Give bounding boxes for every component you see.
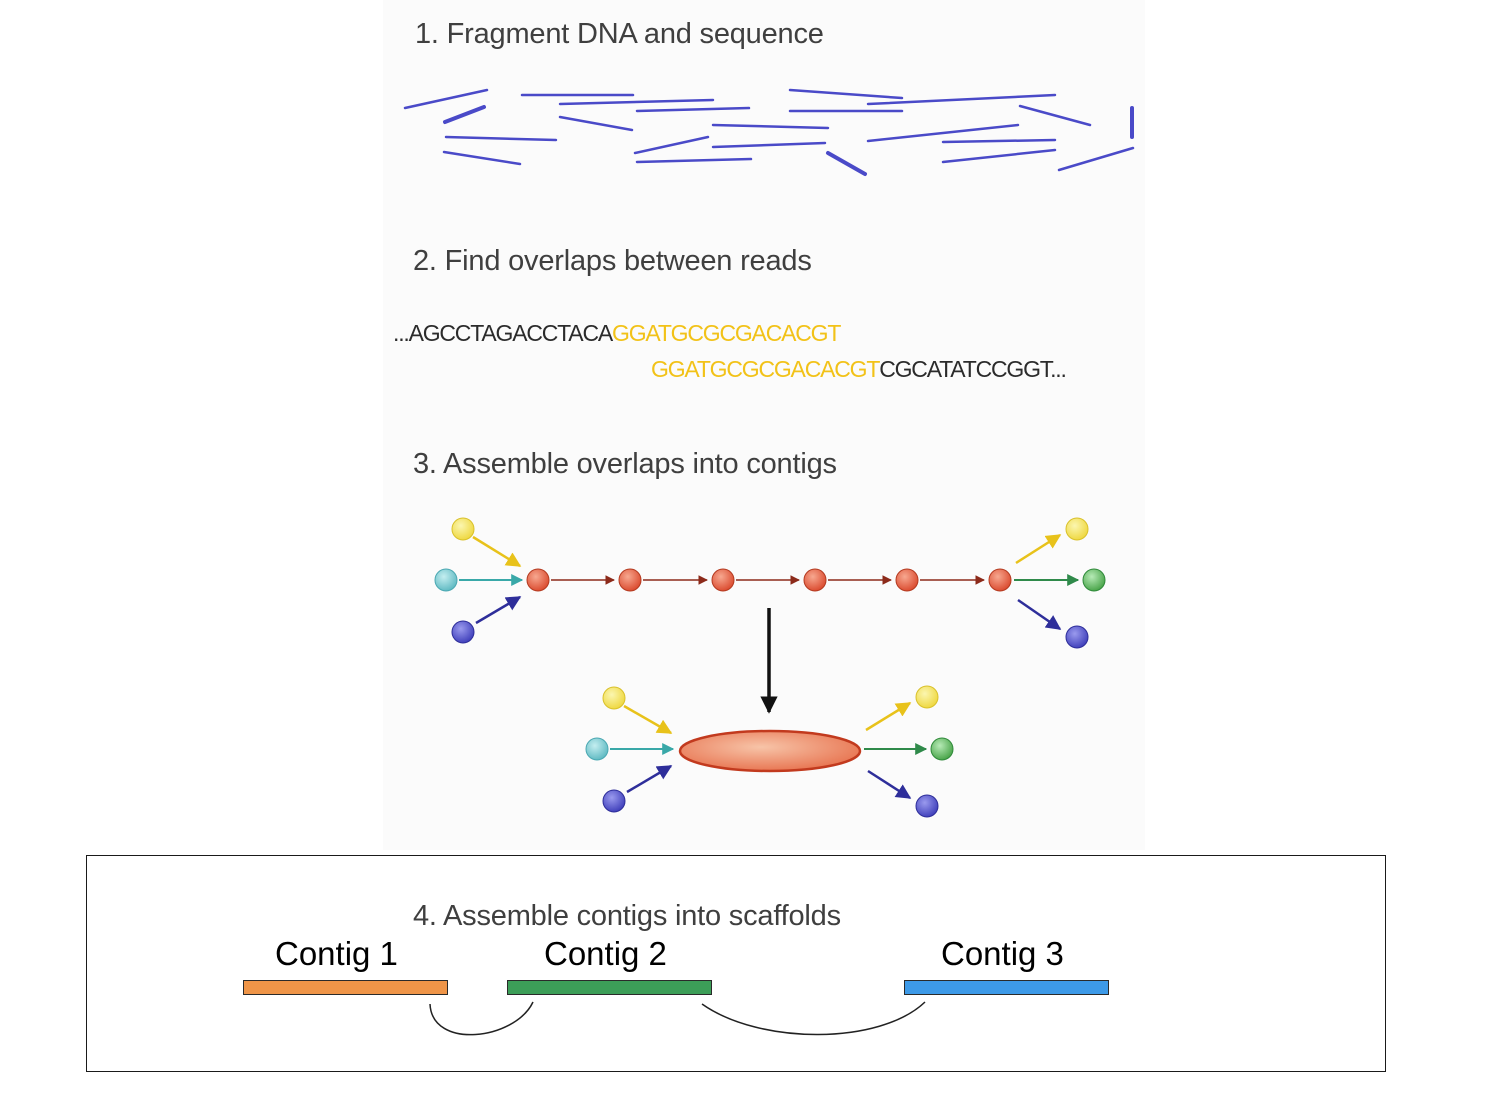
blue-outgoing-arrow (1017, 598, 1062, 631)
fragment (941, 148, 1057, 164)
step-4-title: 4. Assemble contigs into scaffolds (413, 900, 841, 932)
green-node (930, 737, 954, 761)
fragment (443, 105, 486, 124)
fragment (866, 93, 1057, 106)
yellow-incoming-arrow (623, 704, 673, 735)
read-2-overlap-sequence: GGATGCGCGACACGT (651, 356, 880, 382)
yellow-outgoing-arrow (865, 701, 912, 732)
dna-fragments (403, 88, 1135, 176)
teal-node (434, 568, 458, 592)
contig-node (678, 729, 862, 773)
contig-2-bar (507, 980, 712, 995)
contig-graph (585, 685, 954, 818)
blue-node (915, 794, 939, 818)
fragment (1057, 146, 1135, 172)
yellow-node (602, 686, 626, 710)
red-node (711, 568, 735, 592)
fragment (866, 123, 1020, 143)
blue-node (1065, 625, 1089, 649)
red-node (526, 568, 550, 592)
red-node (803, 568, 827, 592)
fragment (558, 115, 634, 132)
blue-outgoing-arrow (867, 769, 912, 800)
contig-3-label: Contig 3 (941, 935, 1064, 972)
blue-node (602, 789, 626, 813)
yellow-node (915, 685, 939, 709)
fragment (633, 135, 710, 155)
contig-1-bar (243, 980, 448, 995)
read-1-unique-sequence: ...AGCCTAGACCTACA (393, 320, 613, 346)
fragment (826, 151, 867, 176)
yellow-node (1065, 517, 1089, 541)
blue-incoming-arrow (626, 764, 673, 794)
read-2: GGATGCGCGACACGTCGCATATCCGGT... (651, 356, 1067, 383)
step-2-title: 2. Find overlaps between reads (413, 245, 812, 277)
yellow-node (451, 517, 475, 541)
blue-node (451, 620, 475, 644)
fragment (442, 150, 522, 166)
fragment (635, 157, 753, 164)
read-graph (434, 517, 1106, 649)
fragment (711, 123, 830, 130)
fragment (788, 88, 904, 100)
read-2-unique-sequence: CGCATATCCGGT... (879, 356, 1067, 382)
yellow-incoming-arrow (472, 535, 522, 568)
fragment (635, 106, 751, 113)
contig-2-label: Contig 2 (544, 935, 667, 972)
red-node (618, 568, 642, 592)
step-3-title: 3. Assemble overlaps into contigs (413, 448, 837, 480)
fragment (558, 98, 715, 106)
contig-1-label: Contig 1 (275, 935, 398, 972)
fragment (403, 88, 489, 110)
yellow-outgoing-arrow (1015, 533, 1062, 565)
contig-3-bar (904, 980, 1109, 995)
red-node (895, 568, 919, 592)
scaffold-box (86, 855, 1386, 1072)
read-1-overlap-sequence: GGATGCGCGACACGT (612, 320, 841, 346)
fragment (941, 138, 1057, 144)
fragment (711, 141, 827, 149)
teal-node (585, 737, 609, 761)
fragment (1018, 104, 1092, 127)
read-1: ...AGCCTAGACCTACAGGATGCGCGACACGT (393, 320, 841, 347)
fragment (444, 135, 558, 142)
blue-incoming-arrow (475, 595, 522, 625)
step-1-title: 1. Fragment DNA and sequence (415, 18, 824, 50)
green-node (1082, 568, 1106, 592)
red-node (988, 568, 1012, 592)
